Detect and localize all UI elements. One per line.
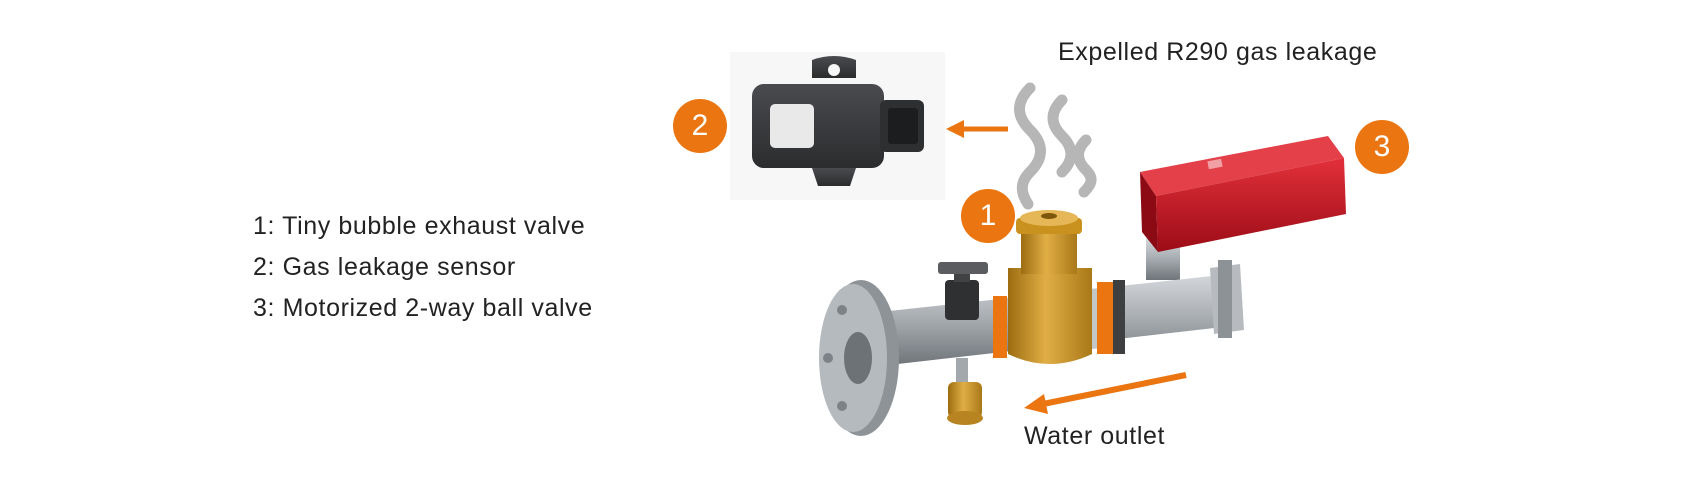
legend-item-gas-sensor: 2: Gas leakage sensor <box>253 253 516 281</box>
water-outlet-caption: Water outlet <box>1024 422 1166 450</box>
exhaust-valve-icon <box>1008 210 1092 364</box>
drain-valve-icon <box>947 358 983 425</box>
gas-leakage-sensor-icon <box>730 52 945 200</box>
smoke-icon <box>1014 82 1097 210</box>
ball-valve-actuator-icon <box>1140 136 1346 252</box>
flow-arrow-to-sensor <box>946 120 1008 138</box>
gas-leakage-caption: Expelled R290 gas leakage <box>1058 38 1378 66</box>
legend-item-exhaust-valve: 1: Tiny bubble exhaust valve <box>253 212 586 240</box>
legend-item-ball-valve: 3: Motorized 2-way ball valve <box>253 294 593 322</box>
couplings <box>993 280 1125 358</box>
badge-1: 1 <box>961 189 1015 243</box>
badge-3: 3 <box>1355 120 1409 174</box>
flange-icon <box>819 280 899 436</box>
component-legend: 1: Tiny bubble exhaust valve 2: Gas leak… <box>253 206 593 329</box>
badge-2: 2 <box>673 99 727 153</box>
small-fitting-icon <box>938 262 988 320</box>
water-flow-arrow <box>1024 372 1187 414</box>
